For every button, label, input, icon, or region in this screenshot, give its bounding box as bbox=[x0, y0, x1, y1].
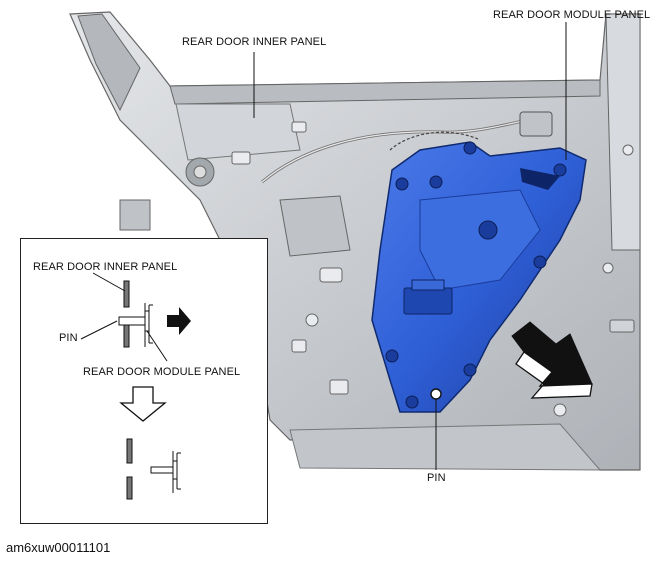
rear-door-module-panel bbox=[371, 131, 587, 413]
door-details bbox=[119, 121, 635, 417]
pin-marker bbox=[430, 388, 442, 400]
label-rear-door-inner-panel: REAR DOOR INNER PANEL bbox=[182, 36, 327, 48]
inset-before-state bbox=[118, 280, 153, 348]
inset-leader-lines bbox=[80, 272, 168, 362]
label-pin: PIN bbox=[427, 472, 446, 484]
inset-down-arrow bbox=[119, 386, 167, 422]
label-rear-door-module-panel: REAR DOOR MODULE PANEL bbox=[493, 9, 651, 21]
figure-caption: am6xuw00011101 bbox=[6, 540, 111, 555]
inset-label-module-panel: REAR DOOR MODULE PANEL bbox=[83, 366, 241, 378]
inset-push-arrow bbox=[167, 307, 191, 335]
inset-illustration bbox=[80, 272, 191, 500]
inset-label-pin: PIN bbox=[59, 332, 78, 344]
detail-inset: REAR DOOR INNER PANEL PIN REAR DOOR MODU… bbox=[20, 238, 268, 524]
removal-arrow bbox=[511, 321, 593, 399]
inset-label-inner-panel: REAR DOOR INNER PANEL bbox=[33, 261, 178, 273]
inset-after-state bbox=[126, 438, 181, 500]
leader-lines bbox=[253, 22, 567, 470]
latch-bracket bbox=[519, 111, 553, 137]
